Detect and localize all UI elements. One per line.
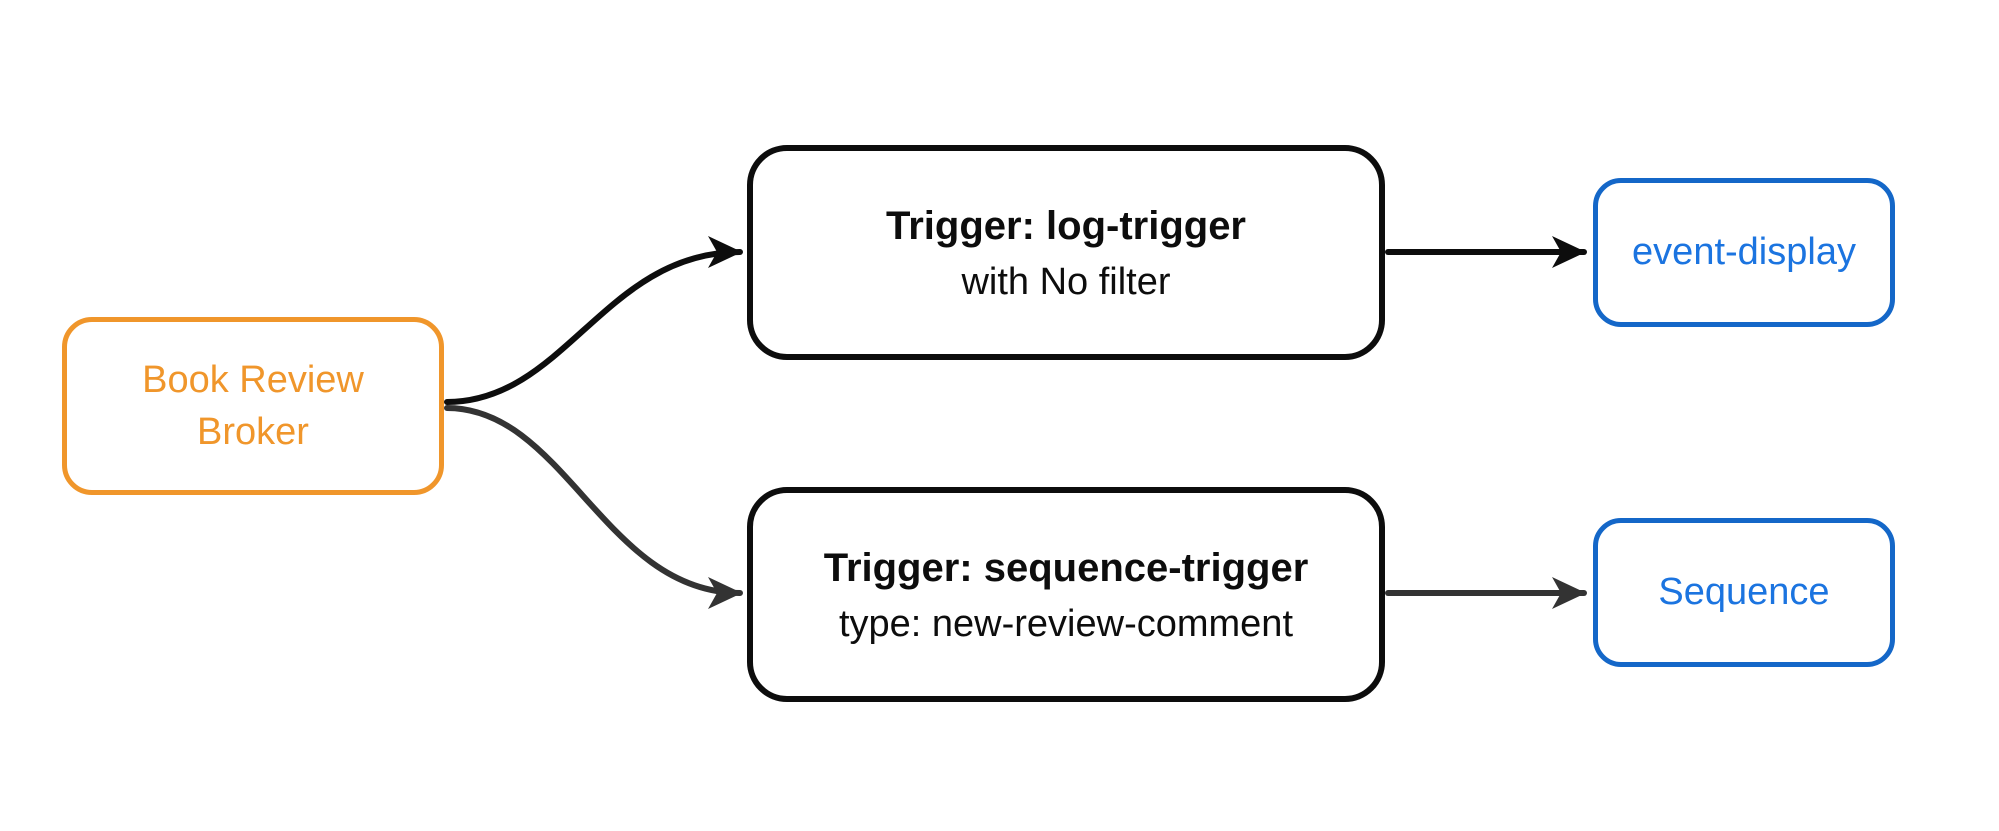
sequence-trigger-title: Trigger: sequence-trigger [823, 545, 1309, 590]
node-log-trigger: Trigger: log-trigger with No filter [747, 145, 1385, 360]
log-trigger-title: Trigger: log-trigger [886, 203, 1246, 248]
node-sequence-trigger: Trigger: sequence-trigger type: new-revi… [747, 487, 1385, 702]
log-trigger-subtitle: with No filter [961, 260, 1171, 303]
sequence-trigger-subtitle: type: new-review-comment [838, 602, 1294, 645]
sequence-label: Sequence [1658, 571, 1830, 613]
edge-broker-to-sequence-trigger [444, 405, 743, 609]
node-event-display: event-display [1593, 178, 1895, 327]
node-book-review-broker: Book Review Broker [62, 317, 444, 495]
edge-broker-to-log-trigger [444, 236, 743, 405]
node-sequence: Sequence [1593, 518, 1895, 667]
event-display-label: event-display [1632, 231, 1856, 273]
broker-label-line1: Book Review [142, 359, 364, 401]
broker-label-line2: Broker [197, 411, 309, 453]
